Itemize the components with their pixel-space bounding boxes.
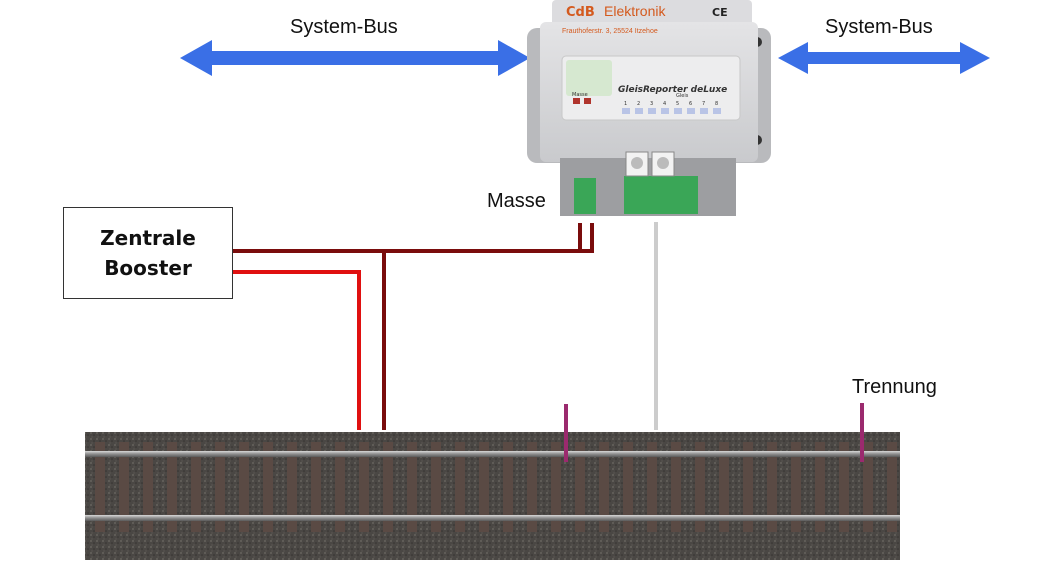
track-sleeper — [527, 442, 537, 532]
track-sleeper — [839, 442, 849, 532]
track-sleeper — [695, 442, 705, 532]
channel-led — [713, 108, 721, 114]
channel-led — [700, 108, 708, 114]
channel-led — [674, 108, 682, 114]
track-sleeper — [647, 442, 657, 532]
device-logo: CdB — [566, 5, 595, 20]
track-sleeper — [239, 442, 249, 532]
track-sleeper — [311, 442, 321, 532]
track-sleeper — [215, 442, 225, 532]
channel-number: 7 — [702, 101, 705, 107]
channel-led — [687, 108, 695, 114]
device-product-name: GleisReporter deLuxe — [618, 85, 727, 95]
track-sleeper — [767, 442, 777, 532]
track-sleeper — [671, 442, 681, 532]
track-sleeper — [95, 442, 105, 532]
track-sleeper — [335, 442, 345, 532]
track-sleeper — [143, 442, 153, 532]
track-sleeper — [863, 442, 873, 532]
track-sleeper — [383, 442, 393, 532]
device-address: Frauthoferstr. 3, 25524 Itzehoe — [562, 28, 658, 35]
device-gleis-label: Gleis — [676, 93, 689, 99]
trennung-label: Trennung — [852, 376, 937, 398]
channel-led — [648, 108, 656, 114]
track-sleeper — [887, 442, 897, 532]
track-sleeper — [359, 442, 369, 532]
track-sleeper — [551, 442, 561, 532]
channel-led — [622, 108, 630, 114]
track-sleeper — [503, 442, 513, 532]
track-sleeper — [287, 442, 297, 532]
track-sleeper — [191, 442, 201, 532]
track-sleeper — [407, 442, 417, 532]
gleisreporter-device — [527, 0, 771, 216]
track-sleeper — [743, 442, 753, 532]
device-brand: Elektronik — [604, 3, 666, 19]
channel-number: 4 — [663, 101, 666, 107]
track-sleeper — [455, 442, 465, 532]
system-bus-arrow-left — [180, 40, 530, 76]
booster-box: Zentrale Booster — [63, 207, 233, 299]
booster-line2: Booster — [104, 256, 192, 280]
track-sleeper — [719, 442, 729, 532]
track-sleeper — [479, 442, 489, 532]
channel-led — [635, 108, 643, 114]
channel-number: 2 — [637, 101, 640, 107]
booster-wire-dark — [233, 223, 594, 430]
track-sleeper — [119, 442, 129, 532]
channel-number: 3 — [650, 101, 653, 107]
channel-number: 1 — [624, 101, 627, 107]
channel-number: 8 — [715, 101, 718, 107]
track-sleeper — [791, 442, 801, 532]
masse-label: Masse — [487, 190, 546, 212]
system-bus-right-label: System-Bus — [825, 16, 933, 38]
track-sleeper — [167, 442, 177, 532]
track-sleepers — [95, 442, 897, 532]
track — [85, 432, 900, 560]
track-sleeper — [623, 442, 633, 532]
track-sleeper — [599, 442, 609, 532]
channel-number: 5 — [676, 101, 679, 107]
system-bus-left-label: System-Bus — [290, 16, 398, 38]
system-bus-arrow-right — [778, 42, 990, 74]
channel-led — [661, 108, 669, 114]
track-sleeper — [575, 442, 585, 532]
booster-line1: Zentrale — [100, 226, 196, 250]
device-ce-mark: CE — [712, 6, 728, 19]
channel-number: 6 — [689, 101, 692, 107]
track-sleeper — [815, 442, 825, 532]
track-sleeper — [431, 442, 441, 532]
track-sleeper — [263, 442, 273, 532]
device-masse-led-label: Masse — [572, 92, 588, 98]
booster-wire-red — [233, 270, 361, 430]
